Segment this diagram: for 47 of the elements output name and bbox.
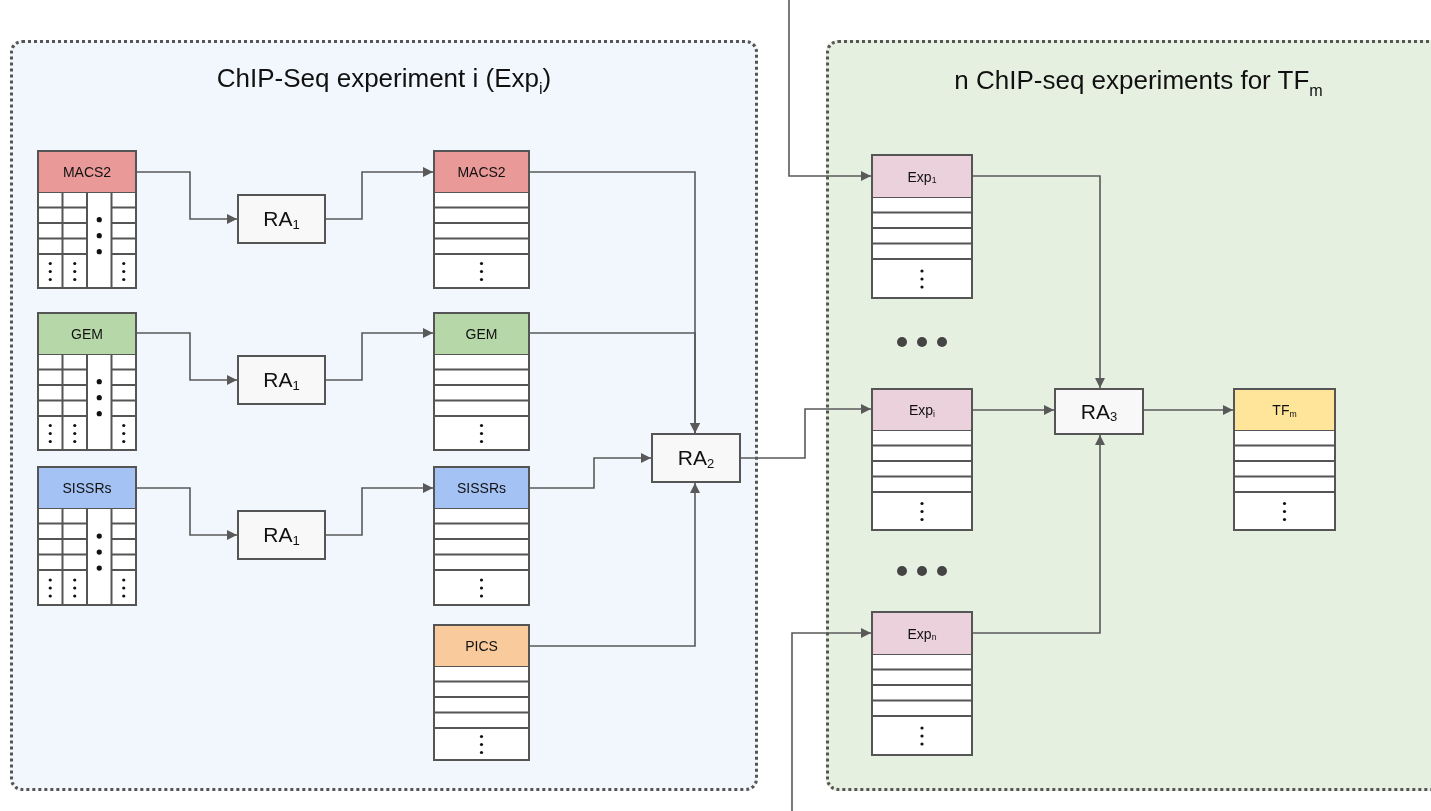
arrow <box>325 328 434 381</box>
group-panel <box>10 40 758 791</box>
table-header: MACS2 <box>433 150 530 194</box>
panel-title: ChIP-Seq experiment i (Exp$_{i}$) <box>215 63 553 94</box>
ranked-table <box>433 624 530 761</box>
ranked-table <box>37 466 137 606</box>
panel-title: n ChIP-seq experiments for TF$_{m}$ <box>953 65 1324 96</box>
arrow <box>325 483 434 536</box>
process-box: RA$_{1}$ <box>237 355 326 405</box>
table-header: SISSRs <box>433 466 530 510</box>
ranked-table <box>871 154 973 299</box>
arrow <box>788 0 872 181</box>
process-box: RA$_{1}$ <box>237 194 326 244</box>
table-header: SISSRs <box>37 466 137 510</box>
arrow <box>791 628 872 811</box>
table-header: Exp$_{1}$ <box>871 154 973 199</box>
ranked-table <box>1233 388 1336 531</box>
table-header: GEM <box>433 312 530 356</box>
table-header: Exp$_{n}$ <box>871 611 973 656</box>
arrow <box>972 405 1055 415</box>
table-header: TF$_{m}$ <box>1233 388 1336 432</box>
arrow <box>529 453 652 489</box>
ranked-table <box>433 312 530 451</box>
arrow <box>136 487 238 540</box>
group-panel <box>826 40 1431 791</box>
table-header: MACS2 <box>37 150 137 194</box>
process-box: RA$_{2}$ <box>651 433 741 483</box>
ranked-table <box>37 150 137 289</box>
process-box: RA$_{3}$ <box>1054 388 1144 435</box>
arrow <box>1143 405 1234 415</box>
ranked-table <box>433 150 530 289</box>
table-header: GEM <box>37 312 137 356</box>
arrow <box>740 404 872 459</box>
arrow <box>972 434 1105 634</box>
ranked-table <box>37 312 137 451</box>
arrow <box>529 332 700 434</box>
process-box: RA$_{1}$ <box>237 510 326 560</box>
arrow <box>136 332 238 385</box>
arrow <box>529 482 700 647</box>
ranked-table <box>433 466 530 606</box>
arrow <box>136 171 238 224</box>
table-header: PICS <box>433 624 530 668</box>
arrow <box>325 167 434 220</box>
ranked-table <box>871 388 973 531</box>
table-header: Exp$_{i}$ <box>871 388 973 432</box>
ranked-table <box>871 611 973 756</box>
arrow <box>972 175 1105 389</box>
